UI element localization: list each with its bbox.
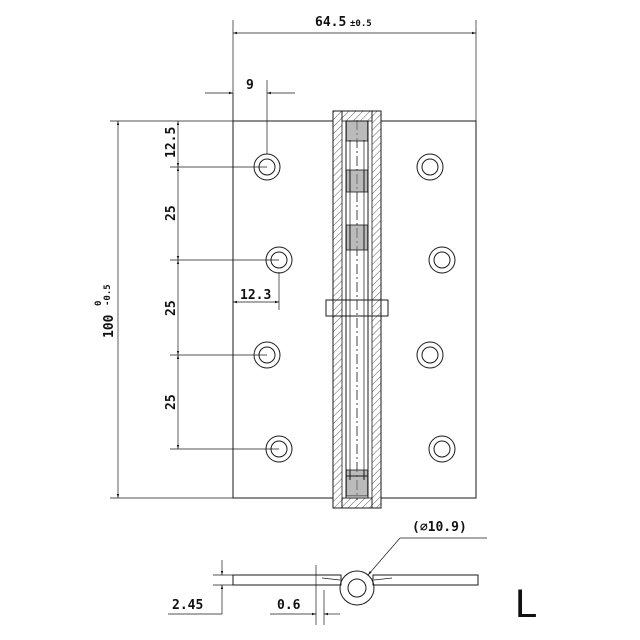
left-holes <box>253 153 293 463</box>
hole-right-2 <box>428 246 456 274</box>
dim-height-tol: -0.5 <box>103 284 113 306</box>
dim-height-tol-upper: 0 <box>94 301 104 306</box>
dim-thickness-label: 2.45 <box>172 598 203 613</box>
hole-right-4 <box>428 435 456 463</box>
dim-hole-offset-label: 9 <box>246 78 254 93</box>
dim-height-label: 100 <box>102 314 117 338</box>
dim-pitch-3-label: 25 <box>164 394 179 410</box>
hole-right-1 <box>416 153 444 181</box>
dim-height: 100 -0.5 0 <box>94 120 233 499</box>
dim-pitch-2-label: 25 <box>164 300 179 316</box>
dim-gap-label: 0.6 <box>277 598 301 613</box>
side-mark: L <box>515 582 537 626</box>
right-leaf <box>380 120 477 499</box>
dim-width-tol: ±0.5 <box>350 19 372 29</box>
dim-hole-offset: 9 <box>205 78 295 154</box>
left-leaf <box>232 120 334 499</box>
dim-knuckle-dia: (⌀10.9) <box>367 520 487 576</box>
dim-width-label: 64.5 <box>315 15 346 30</box>
dim-top-offset-label: 12.5 <box>164 127 179 158</box>
dim-knuckle-dia-label: (⌀10.9) <box>412 520 467 535</box>
dim-pitch-chain: 12.5 25 25 25 <box>164 120 279 450</box>
knuckle <box>325 110 389 509</box>
dim-gap: 0.6 <box>270 565 340 625</box>
dim-hole-pos: 12.3 <box>233 272 280 310</box>
dim-hole-pos-label: 12.3 <box>240 288 271 303</box>
dim-width: 64.5 ±0.5 <box>232 15 477 121</box>
right-holes <box>416 153 456 463</box>
section-view <box>232 570 479 606</box>
hole-right-3 <box>416 341 444 369</box>
dim-thickness: 2.45 <box>168 560 233 615</box>
dim-pitch-1-label: 25 <box>164 205 179 221</box>
